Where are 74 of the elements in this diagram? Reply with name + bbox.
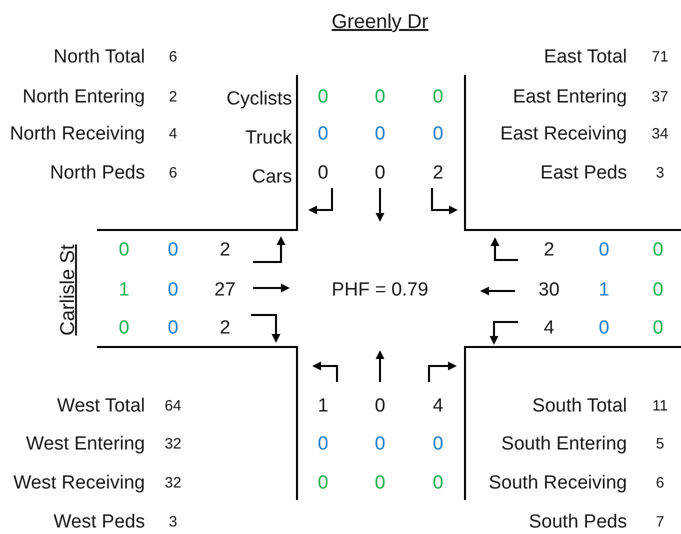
- count-value: 0: [318, 124, 328, 144]
- street-name: Greenly Dr: [332, 12, 428, 32]
- count-value: 0: [168, 318, 178, 338]
- count-value: 0: [118, 318, 130, 338]
- approach-label: East Total: [544, 48, 627, 66]
- count-value: 0: [432, 434, 444, 454]
- count-value: 27: [214, 280, 236, 300]
- count-value: 0: [598, 318, 610, 338]
- count-value: 0: [168, 240, 178, 260]
- count-value: 0: [168, 280, 178, 300]
- total-value: 32: [164, 436, 182, 452]
- total-value: 11: [652, 398, 668, 414]
- total-value: 2: [168, 90, 178, 104]
- count-value: 0: [432, 88, 444, 106]
- total-value: 64: [164, 398, 182, 414]
- count-value: 0: [652, 240, 664, 260]
- count-value: 2: [220, 240, 230, 260]
- count-value: 0: [318, 164, 328, 182]
- approach-label: West Entering: [26, 434, 145, 454]
- count-value: 2: [432, 164, 444, 182]
- count-value: 4: [432, 396, 444, 416]
- approach-label: North Total: [53, 48, 145, 66]
- count-value: 0: [118, 240, 130, 260]
- total-value: 4: [168, 126, 178, 142]
- approach-label: South Peds: [528, 512, 627, 532]
- count-value: 0: [374, 88, 386, 106]
- approach-label: South Total: [532, 396, 627, 416]
- count-value: 0: [652, 280, 664, 300]
- total-value: 7: [656, 514, 664, 530]
- count-value: 0: [432, 474, 444, 492]
- total-value: 6: [656, 476, 664, 490]
- total-value: 6: [168, 166, 178, 180]
- count-value: 0: [374, 124, 386, 144]
- count-value: 0: [598, 240, 610, 260]
- count-value: 1: [598, 280, 610, 300]
- approach-label: North Receiving: [10, 124, 145, 144]
- count-value: 0: [374, 474, 386, 492]
- approach-label: South Receiving: [488, 474, 627, 492]
- count-value: 0: [318, 88, 328, 106]
- total-value: 3: [168, 514, 178, 530]
- total-value: 32: [164, 476, 182, 490]
- count-value: 0: [374, 164, 386, 182]
- total-value: 3: [656, 166, 664, 180]
- total-value: 5: [656, 436, 664, 452]
- total-value: 37: [652, 90, 668, 104]
- approach-label: West Total: [56, 396, 145, 416]
- count-value: 4: [544, 318, 554, 338]
- count-value: 0: [374, 434, 386, 454]
- approach-label: South Entering: [501, 434, 627, 454]
- approach-label: West Peds: [53, 512, 145, 532]
- total-value: 6: [168, 50, 178, 64]
- total-value: 71: [652, 50, 668, 64]
- peak-hour-factor: PHF = 0.79: [332, 280, 428, 300]
- count-value: 1: [118, 280, 130, 300]
- approach-label: East Receiving: [500, 124, 627, 144]
- vehicle-type-label: Cars: [252, 168, 292, 186]
- count-value: 0: [318, 434, 328, 454]
- total-value: 34: [652, 126, 668, 142]
- approach-label: North Entering: [22, 88, 145, 106]
- count-value: 0: [318, 474, 328, 492]
- approach-label: North Peds: [50, 164, 145, 182]
- count-value: 0: [652, 318, 664, 338]
- approach-label: East Entering: [512, 88, 627, 106]
- count-value: 2: [220, 318, 230, 338]
- count-value: 30: [538, 280, 560, 300]
- count-value: 1: [318, 396, 328, 416]
- count-value: 0: [432, 124, 444, 144]
- approach-label: West Receiving: [13, 474, 145, 492]
- vehicle-type-label: Truck: [245, 128, 292, 148]
- count-value: 0: [374, 396, 386, 416]
- vehicle-type-label: Cyclists: [226, 90, 292, 108]
- approach-label: East Peds: [540, 164, 627, 182]
- count-value: 2: [544, 240, 554, 260]
- street-name: Carlisle St: [58, 244, 78, 336]
